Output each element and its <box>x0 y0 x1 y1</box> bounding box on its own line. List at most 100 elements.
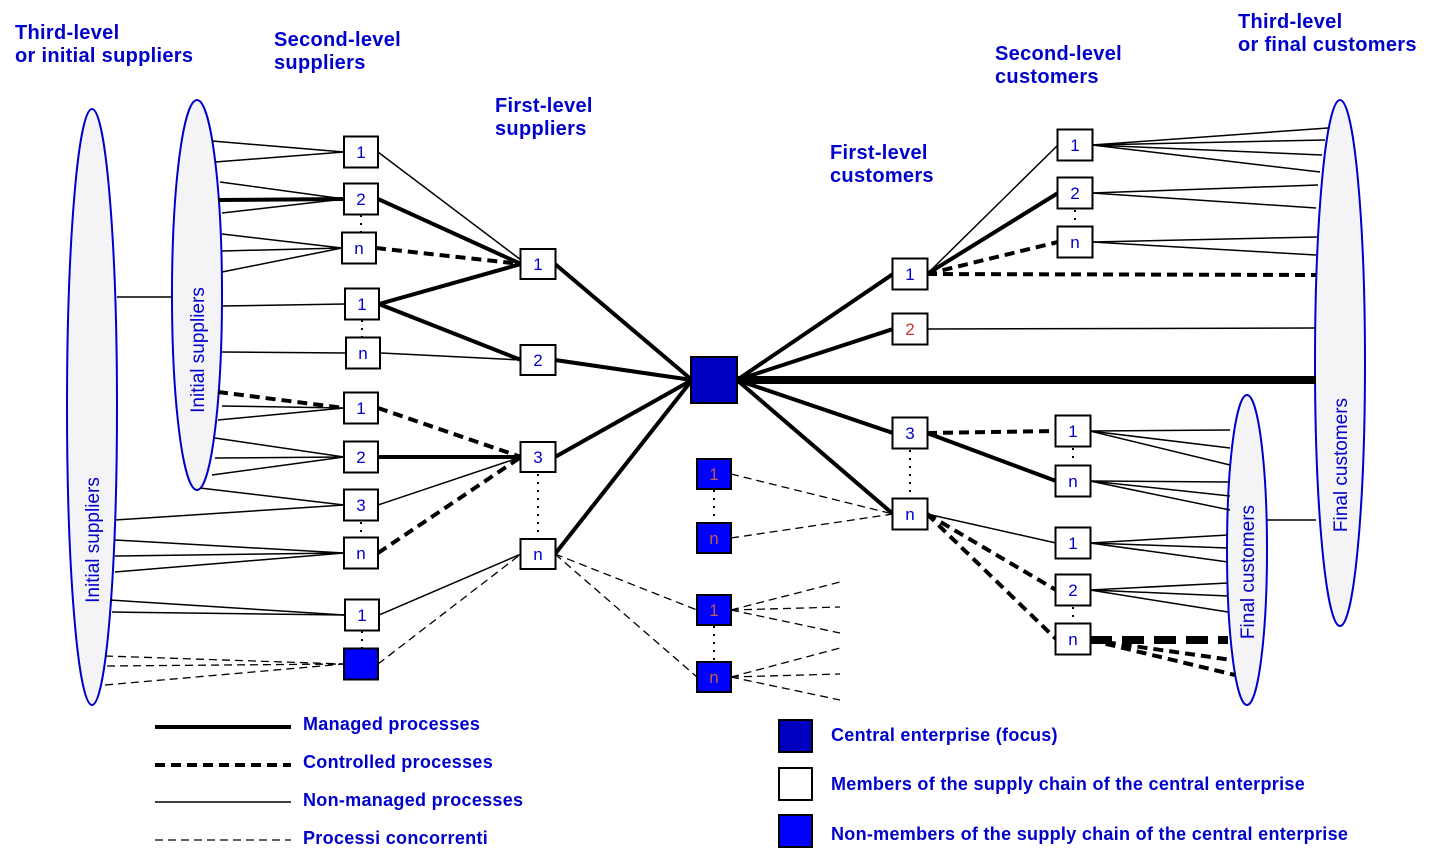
controlled-process-line <box>925 512 1058 641</box>
managed-process-line <box>553 262 694 382</box>
non-member-node: n <box>696 522 732 554</box>
controlled-process-line <box>217 390 345 410</box>
ellipse-label: Final customers <box>1331 398 1352 532</box>
concurrent-process-line <box>554 553 698 611</box>
heading-second-level-suppliers: Second-level suppliers <box>274 29 401 75</box>
second-level-supplier-node: 1 <box>344 287 380 321</box>
node-label: 2 <box>1070 184 1079 203</box>
non-member-node: n <box>696 661 732 693</box>
node-label: 1 <box>357 606 366 625</box>
managed-process-line <box>926 431 1057 483</box>
non-managed-process-line <box>1091 144 1321 173</box>
ellipse-label: Initial suppliers <box>188 287 209 413</box>
heading-line: or final customers <box>1238 34 1417 56</box>
ellipse-final-customers-inner <box>1226 394 1268 706</box>
non-managed-process-line <box>114 539 345 554</box>
non-managed-process-line <box>111 611 345 616</box>
ellipse-label: Initial suppliers <box>83 477 104 603</box>
node-label: n <box>709 668 718 687</box>
concurrent-process-line <box>730 609 841 634</box>
second-level-supplier-node: n <box>345 336 381 370</box>
node-box <box>696 594 732 626</box>
non-managed-process-line <box>379 352 522 361</box>
heading-third-level-customers: Third-level or final customers <box>1238 11 1417 57</box>
node-box <box>343 536 379 570</box>
second-level-supplier-node: 1 <box>343 135 379 169</box>
legend-central-swatch <box>778 719 813 753</box>
non-managed-process-line <box>1089 480 1231 483</box>
non-managed-process-line <box>221 233 343 249</box>
node-label: 1 <box>1068 422 1077 441</box>
first-level-customer-node: 2 <box>891 312 929 346</box>
managed-process-line <box>735 378 895 516</box>
node-box <box>696 661 732 693</box>
node-box <box>519 344 557 376</box>
non-managed-process-line <box>199 487 345 506</box>
first-level-supplier-node: 1 <box>519 248 557 280</box>
controlled-process-line <box>926 272 1317 277</box>
node-box <box>1054 464 1092 498</box>
non-managed-process-line <box>1089 589 1229 613</box>
node-box <box>343 391 379 425</box>
managed-process-line <box>925 191 1060 276</box>
node-box <box>1054 573 1092 607</box>
controlled-process-line <box>926 429 1057 435</box>
second-level-supplier-node: n <box>343 536 379 570</box>
node-box <box>341 231 377 265</box>
node-label: n <box>356 544 365 563</box>
non-managed-process-line <box>1089 480 1231 511</box>
first-level-supplier-node: n <box>519 538 557 570</box>
non-managed-process-line <box>1089 589 1229 597</box>
first-level-customer-node: 3 <box>891 416 929 450</box>
non-managed-process-line <box>1091 192 1317 209</box>
node-label: n <box>905 505 914 524</box>
node-label: 2 <box>533 351 542 370</box>
node-box <box>891 257 929 291</box>
first-level-supplier-node: 3 <box>519 441 557 473</box>
non-managed-process-line <box>1089 542 1229 549</box>
node-box <box>1056 176 1094 210</box>
heading-line: or initial suppliers <box>15 45 194 67</box>
non-managed-process-line <box>221 247 343 273</box>
non-managed-process-line <box>221 351 347 354</box>
non-managed-process-line <box>1091 144 1323 156</box>
controlled-process-line <box>1089 638 1233 662</box>
non-managed-process-line <box>109 599 345 616</box>
heading-line: Third-level <box>15 22 120 44</box>
concurrent-process-line <box>104 663 345 686</box>
second-level-supplier-node: 2 <box>343 440 379 474</box>
node-box <box>690 356 738 404</box>
node-box <box>1054 526 1092 560</box>
managed-process-line <box>553 378 694 556</box>
ellipse-initial-suppliers-outer <box>66 108 118 706</box>
second-level-customer-node: 1 <box>1054 526 1092 560</box>
heading-line: First-level <box>830 142 928 164</box>
non-managed-process-line <box>1089 430 1231 466</box>
second-level-customer-node: n <box>1056 225 1094 259</box>
concurrent-process-line <box>730 676 841 701</box>
non-managed-process-line <box>219 181 345 200</box>
heading-line: suppliers <box>495 118 587 140</box>
second-level-supplier-node: 3 <box>343 488 379 522</box>
non-managed-process-line <box>926 327 1317 330</box>
heading-line: First-level <box>495 95 593 117</box>
node-box <box>891 416 929 450</box>
heading-line: Third-level <box>1238 11 1343 33</box>
non-managed-process-line <box>1091 139 1326 146</box>
node-box <box>343 182 379 216</box>
node-box <box>345 336 381 370</box>
node-label: 2 <box>356 190 365 209</box>
concurrent-process-line <box>730 581 841 611</box>
non-managed-process-line <box>221 198 345 214</box>
controlled-process-line <box>925 512 1058 592</box>
legend-concurrent-label: Processi concorrenti <box>303 828 489 848</box>
managed-process-line <box>217 197 345 202</box>
second-level-customer-node: 1 <box>1054 414 1092 448</box>
non-member-supplier-node <box>343 647 379 681</box>
controlled-process-line <box>377 406 522 459</box>
node-label: 3 <box>905 424 914 443</box>
node-label: 1 <box>709 601 718 620</box>
controlled-process-line <box>926 240 1059 276</box>
node-label: 1 <box>1068 534 1077 553</box>
node-label: 2 <box>356 448 365 467</box>
